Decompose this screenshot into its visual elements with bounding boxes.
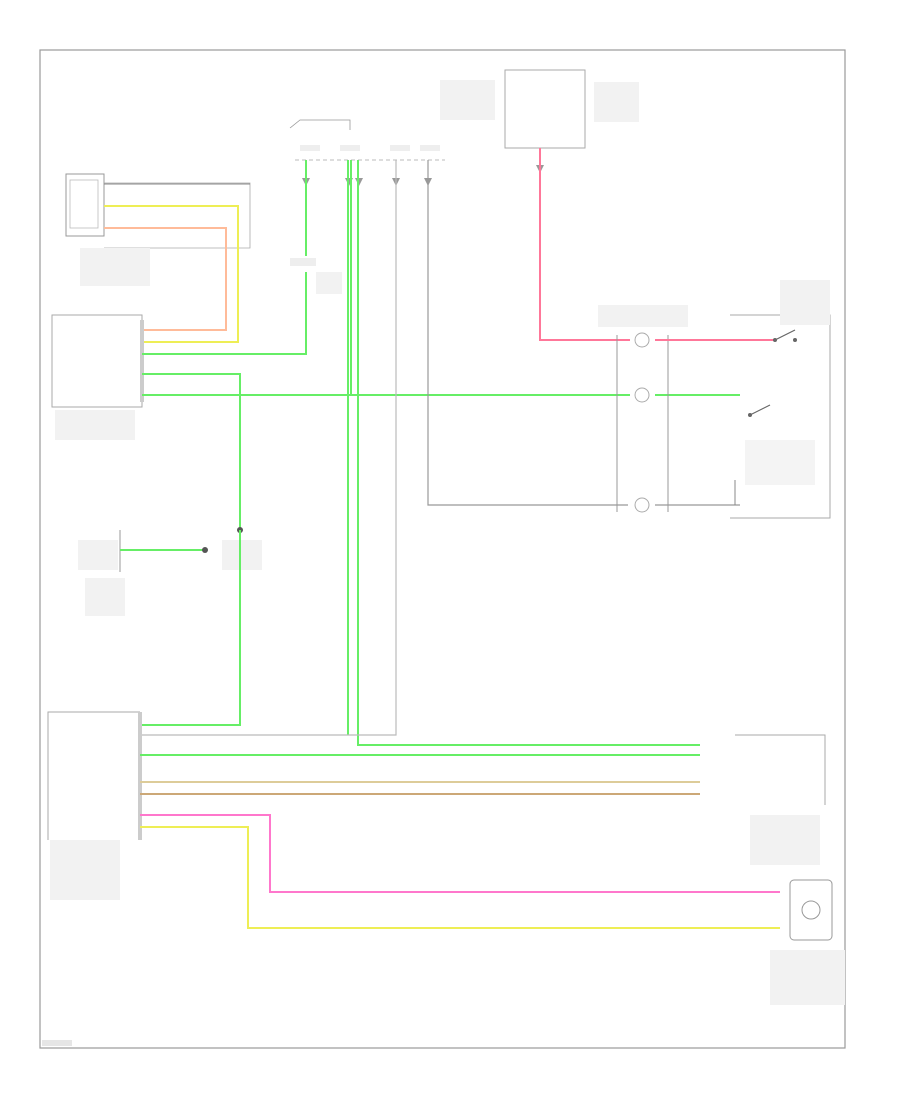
wire-fuse-to-pcm-2 [357,160,700,746]
wire-bcm-cruise-on [142,373,241,530]
switch-contact-set [749,404,771,416]
stoplamp-splice-node [202,547,208,553]
bcm-label-placeholder [55,410,135,440]
stoplamp-lower-label [85,578,125,616]
tac-label-placeholder [750,815,820,865]
vss-coil [801,900,821,920]
wire-pcm-vss-low [140,826,780,929]
splice-node-middle [634,387,650,403]
pcm-housing [47,711,140,840]
diagram-footer-code [42,1040,72,1046]
stoplamp-switch-assembly [78,530,125,616]
vehicle-speed-sensor [770,879,845,1005]
body-control-module [51,314,144,440]
underhood-fuse-block [440,69,639,173]
stoplamp-switch-label [78,540,118,570]
fuse-label-placeholder-1 [300,145,320,151]
switch-inner-label [745,440,815,485]
splice-node-bottom [634,497,650,513]
cruise-control-switch [730,280,831,519]
wire-fuse-to-pcm-gray [140,160,397,736]
tac-housing [735,734,826,805]
splice-pack-label [598,305,688,327]
wire-bcm-fuse-feed [142,290,307,355]
fuse-splice-label [290,258,316,266]
vss-body [789,879,833,941]
diagram-frame [39,49,846,1049]
fuse-label-placeholder-2 [340,145,360,151]
uhfb-box [504,69,586,149]
wire-fuse-to-switch-ground [427,160,628,506]
sensor-connector-outline [104,182,251,249]
stoplamp-splice-label [222,540,262,570]
wire-bpp-5v-reference [104,205,239,343]
sensor-label-placeholder [80,248,150,286]
uhfb-label-placeholder [440,80,495,120]
brake-pedal-position-sensor [65,173,251,286]
splice-pack [598,305,688,513]
pcm-label-placeholder [50,840,120,900]
powertrain-control-module [47,711,142,900]
fuse-block-outline-top [289,119,351,130]
fuse-block [289,119,445,186]
fuse-label-placeholder-4 [420,145,440,151]
vss-label-placeholder [770,950,845,1005]
switch-contact-on [774,329,796,341]
fuse-label-side [316,272,342,294]
wire-bpp-low-reference [104,227,227,331]
wire-cruise-on-to-pcm [140,530,241,726]
fuse-label-placeholder-3 [390,145,410,151]
wire-uhfb-battery-feed [539,148,630,341]
bcm-connector-box [51,314,143,408]
wire-pcm-vss-high [140,814,780,893]
sensor-inner [69,179,99,229]
uhfb-side-label-placeholder [594,82,639,122]
switch-housing [730,314,831,519]
switch-label-placeholder [780,280,830,325]
throttle-actuator-control-module [735,734,826,865]
steering-wheel-control-module [42,1040,72,1046]
splice-node-top [634,332,650,348]
